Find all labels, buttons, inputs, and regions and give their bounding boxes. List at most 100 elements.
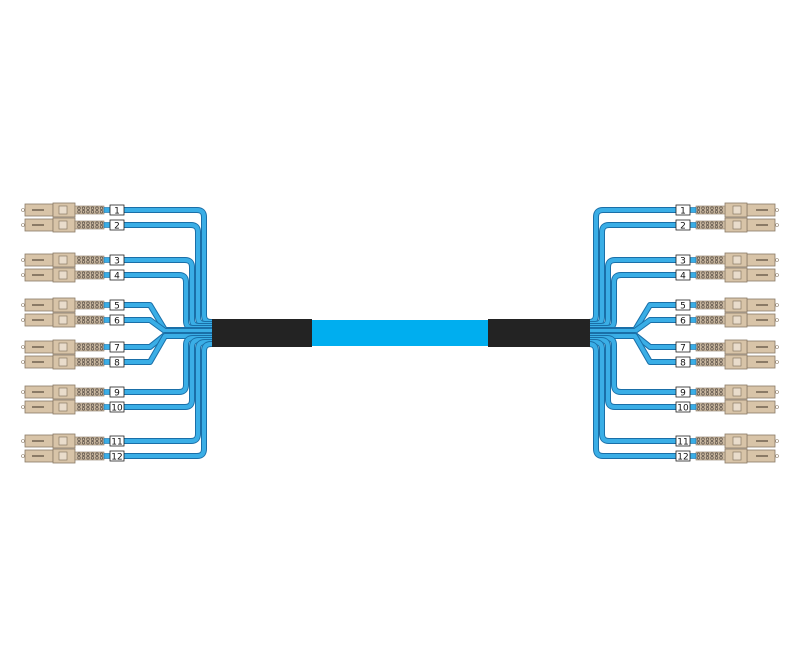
sc-connector-right-5[interactable]: 5 — [675, 297, 779, 313]
boot-rib — [77, 347, 81, 351]
sc-connector-left-5[interactable]: 5 — [21, 297, 125, 313]
boot-rib — [701, 362, 705, 366]
boot-rib — [86, 260, 90, 264]
boot-rib — [86, 225, 90, 229]
boot-rib — [714, 305, 719, 309]
latch-icon — [732, 220, 742, 230]
ferrule-tip — [21, 405, 25, 409]
boot-rib — [701, 388, 705, 392]
boot-rib — [90, 221, 95, 225]
latch-icon — [58, 255, 68, 265]
boot-rib — [95, 392, 99, 396]
fiber-label-box — [675, 401, 691, 413]
ferrule-mark — [32, 209, 44, 211]
boot-rib — [99, 407, 104, 411]
sc-connector-right-12[interactable]: 12 — [675, 448, 779, 464]
sc-connector-left-9[interactable]: 9 — [21, 384, 125, 400]
boot-rib — [696, 388, 701, 392]
fiber-stub — [103, 453, 111, 459]
boot-rib — [95, 271, 99, 275]
boot-rib — [86, 358, 90, 362]
boot-rib — [99, 343, 104, 347]
fiber-label-box — [675, 219, 691, 231]
fiber-left-12 — [124, 342, 214, 458]
ferrule-mark — [756, 346, 768, 348]
sc-connector-right-7[interactable]: 7 — [675, 339, 779, 355]
boot-rib — [714, 210, 719, 214]
sc-connector-right-11[interactable]: 11 — [675, 433, 779, 449]
boot-rib — [81, 221, 86, 225]
boot-rib — [705, 221, 710, 225]
boot-rib — [714, 441, 719, 445]
boot-rib — [95, 256, 99, 260]
sc-connector-right-8[interactable]: 8 — [675, 354, 779, 370]
fiber-label: 5 — [680, 301, 686, 311]
sc-connector-right-3[interactable]: 3 — [675, 252, 779, 268]
boot-rib — [696, 206, 701, 210]
sc-connector-right-4[interactable]: 4 — [675, 267, 779, 283]
boot-rib — [705, 271, 710, 275]
fiber-stub — [103, 302, 111, 308]
boot-rib — [86, 347, 90, 351]
boot-rib — [81, 392, 86, 396]
sc-connector-left-6[interactable]: 6 — [21, 312, 125, 328]
ferrule-mark — [32, 391, 44, 393]
boot-rib — [701, 316, 705, 320]
fiber-label: 5 — [114, 301, 120, 311]
fiber-stub — [689, 389, 697, 395]
fiber-label: 6 — [680, 316, 686, 326]
boot-rib — [77, 343, 81, 347]
boot-rib — [86, 210, 90, 214]
latch-icon — [732, 342, 742, 352]
boot-rib — [90, 388, 95, 392]
boot-rib — [714, 343, 719, 347]
boot-rib — [696, 407, 701, 411]
sc-connector-left-4[interactable]: 4 — [21, 267, 125, 283]
boot-rib — [95, 320, 99, 324]
sc-connector-left-1[interactable]: 1 — [21, 202, 125, 218]
boot-rib — [77, 305, 81, 309]
boot-rib — [99, 316, 104, 320]
boot-rib — [710, 305, 714, 309]
ferrule-mark — [32, 304, 44, 306]
boot-rib — [77, 316, 81, 320]
boot-rib — [81, 275, 86, 279]
boot-rib — [701, 437, 705, 441]
boot-rib — [90, 260, 95, 264]
boot-rib — [719, 301, 723, 305]
fiber-label-box — [675, 341, 691, 353]
boot-rib — [705, 437, 710, 441]
boot-rib — [99, 275, 104, 279]
boot-rib — [701, 221, 705, 225]
sc-connector-right-9[interactable]: 9 — [675, 384, 779, 400]
sc-connector-right-2[interactable]: 2 — [675, 217, 779, 233]
boot-rib — [705, 452, 710, 456]
boot-rib — [701, 260, 705, 264]
sc-connector-right-10[interactable]: 10 — [675, 399, 779, 415]
boot-rib — [705, 320, 710, 324]
boot-rib — [77, 452, 81, 456]
sc-connector-left-8[interactable]: 8 — [21, 354, 125, 370]
fiber-stub — [689, 317, 697, 323]
boot-rib — [86, 441, 90, 445]
sc-connector-left-2[interactable]: 2 — [21, 217, 125, 233]
boot-rib — [701, 275, 705, 279]
boot-rib — [710, 260, 714, 264]
sc-connector-left-7[interactable]: 7 — [21, 339, 125, 355]
ferrule-tip — [21, 208, 25, 212]
boot-rib — [701, 392, 705, 396]
boot-rib — [90, 301, 95, 305]
boot-rib — [90, 456, 95, 460]
sc-connector-left-12[interactable]: 12 — [21, 448, 125, 464]
sc-connector-right-1[interactable]: 1 — [675, 202, 779, 218]
sc-connector-left-11[interactable]: 11 — [21, 433, 125, 449]
latch-icon — [58, 451, 68, 461]
ferrule-mark — [756, 406, 768, 408]
boot-rib — [710, 320, 714, 324]
sc-connector-right-6[interactable]: 6 — [675, 312, 779, 328]
boot-rib — [705, 456, 710, 460]
sc-connector-left-10[interactable]: 10 — [21, 399, 125, 415]
sc-connector-left-3[interactable]: 3 — [21, 252, 125, 268]
boot-rib — [86, 343, 90, 347]
boot-rib — [99, 441, 104, 445]
